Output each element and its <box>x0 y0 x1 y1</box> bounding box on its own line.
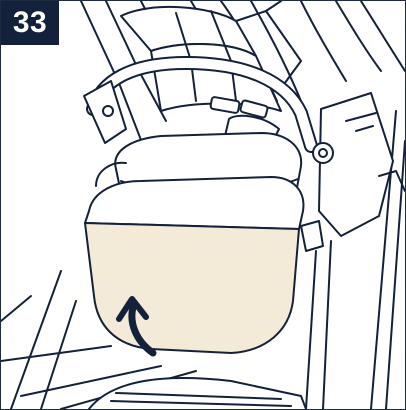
side-hinge <box>301 93 405 251</box>
seat-backrest <box>121 1 301 111</box>
seat-cover-highlight <box>85 177 303 353</box>
arrow-up-icon <box>119 299 153 353</box>
bumper-bar <box>84 63 311 146</box>
footrest <box>1 346 306 409</box>
step-number-badge: 33 <box>1 1 59 45</box>
